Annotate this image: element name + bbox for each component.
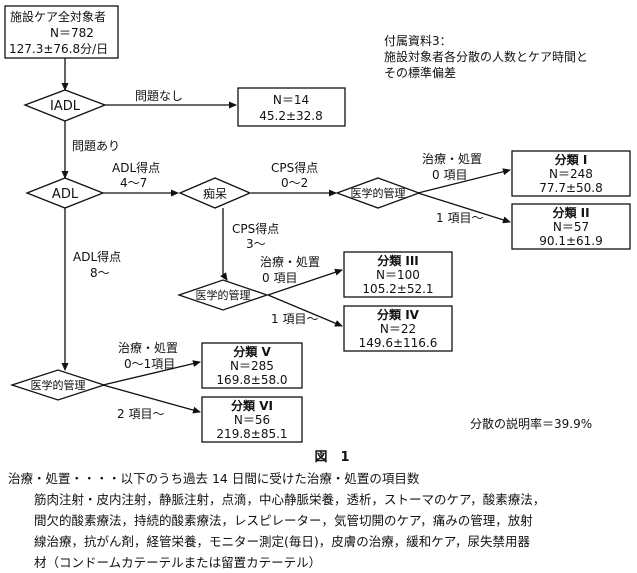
leaf-none-n: N＝14 bbox=[273, 93, 309, 107]
leaf-c2-n: N＝57 bbox=[553, 220, 589, 234]
leaf-c5-title: 分類 V bbox=[233, 344, 271, 359]
leaf-c1-time: 77.7±50.8 bbox=[539, 181, 603, 195]
leaf-c6-time: 219.8±85.1 bbox=[216, 427, 287, 441]
leaf-class-6: 分類 VI N＝56 219.8±85.1 bbox=[201, 396, 303, 443]
edge-chiho-med2 bbox=[220, 208, 228, 281]
leaf-c4-title: 分類 IV bbox=[377, 307, 420, 322]
label-cps-0-2-a: CPS得点 bbox=[271, 160, 318, 175]
leaf-c5-n: N＝285 bbox=[230, 359, 274, 373]
caption-line1: 付属資料3： bbox=[384, 34, 452, 48]
label-cps-3-b: 3～ bbox=[246, 237, 266, 251]
decision-chiho: 痴呆 bbox=[178, 177, 252, 209]
footnote-line-5: 材（コンドームカテーテルまたは留置カテーテル） bbox=[34, 555, 322, 570]
caption-line3: その標準偏差 bbox=[384, 65, 456, 80]
decision-med3: 医学的管理 bbox=[9, 369, 107, 401]
leaf-class-1: 分類 I N＝248 77.7±50.8 bbox=[511, 150, 631, 197]
label-iadl-none: 問題なし bbox=[135, 89, 183, 103]
label-cps-3-a: CPS得点 bbox=[232, 221, 279, 236]
label-iadl-yes: 問題あり bbox=[72, 139, 120, 153]
decision-med1: 医学的管理 bbox=[335, 177, 421, 209]
label-med3-0-b: 0～1項目 bbox=[124, 357, 175, 371]
decision-adl-label: ADL bbox=[52, 187, 79, 202]
leaf-c3-time: 105.2±52.1 bbox=[362, 282, 433, 296]
label-med1-0-b: 0 項目 bbox=[432, 168, 467, 182]
edges bbox=[61, 58, 511, 414]
label-med2-0-b: 0 項目 bbox=[262, 271, 297, 285]
root-line1: 施設ケア全対象者 bbox=[10, 9, 106, 24]
decision-adl: ADL bbox=[25, 177, 105, 209]
label-cps-0-2-b: 0～2 bbox=[281, 176, 308, 190]
label-adl-4-7-b: 4～7 bbox=[120, 176, 147, 190]
leaf-c2-title: 分類 II bbox=[552, 205, 589, 220]
root-line2: N＝782 bbox=[50, 26, 94, 40]
decision-iadl: IADL bbox=[23, 89, 107, 122]
label-med2-1: 1 項目～ bbox=[271, 312, 318, 326]
edge-med1-c1 bbox=[417, 168, 511, 194]
leaf-c1-title: 分類 I bbox=[555, 152, 588, 167]
label-med1-1: 1 項目～ bbox=[436, 211, 483, 225]
footnote-line-1: 治療・処置・・・・以下のうち過去 14 日間に受けた治療・処置の項目数 bbox=[8, 471, 420, 486]
footnote: 治療・処置・・・・以下のうち過去 14 日間に受けた治療・処置の項目数 筋肉注射… bbox=[4, 468, 634, 573]
label-med1-0-a: 治療・処置 bbox=[422, 152, 482, 166]
leaf-c3-title: 分類 III bbox=[377, 253, 419, 268]
leaf-class-4: 分類 IV N＝22 149.6±116.6 bbox=[343, 305, 453, 352]
leaf-class-5: 分類 V N＝285 169.8±58.0 bbox=[201, 342, 303, 389]
leaf-c3-n: N＝100 bbox=[376, 268, 420, 282]
leaf-none-time: 45.2±32.8 bbox=[259, 109, 323, 123]
edge-med3-c5 bbox=[102, 360, 201, 386]
decision-med2: 医学的管理 bbox=[176, 279, 270, 311]
decision-chiho-label: 痴呆 bbox=[203, 186, 227, 201]
root-node: 施設ケア全対象者 N＝782 127.3±76.8分/日 bbox=[4, 5, 119, 59]
leaf-none: N＝14 45.2±32.8 bbox=[237, 87, 346, 127]
edge-med2-c3 bbox=[267, 268, 343, 296]
footnote-line-2: 筋肉注射・皮内注射，静脈注射，点滴，中心静脈栄養，透析，ストーマのケア，酸素療法… bbox=[34, 492, 546, 507]
edge-med2-c4 bbox=[267, 294, 343, 327]
footnote-line-3: 間欠的酸素療法，持続的酸素療法，レスピレーター，気管切開のケア，痛みの管理，放射 bbox=[34, 513, 533, 528]
leaf-c4-time: 149.6±116.6 bbox=[359, 336, 438, 350]
edge-med3-c6 bbox=[102, 384, 201, 414]
leaf-c4-n: N＝22 bbox=[380, 322, 416, 336]
label-med3-0-a: 治療・処置 bbox=[118, 341, 178, 355]
leaf-c6-n: N＝56 bbox=[234, 413, 270, 427]
leaf-class-3: 分類 III N＝100 105.2±52.1 bbox=[343, 251, 453, 298]
leaf-class-2: 分類 II N＝57 90.1±61.9 bbox=[511, 203, 631, 250]
label-med2-0-a: 治療・処置 bbox=[260, 255, 320, 269]
edge-med1-c2 bbox=[417, 192, 511, 224]
figure-caption: 付属資料3： 施設対象者各分散の人数とケア時間と その標準偏差 bbox=[384, 34, 588, 80]
figure-label: 図 1 bbox=[314, 450, 349, 465]
label-adl-4-7-a: ADL得点 bbox=[112, 160, 160, 175]
decision-med2-label: 医学的管理 bbox=[196, 288, 251, 302]
leaf-c2-time: 90.1±61.9 bbox=[539, 234, 603, 248]
edge-labels: 問題なし 問題あり ADL得点 4～7 ADL得点 8～ CPS得点 0～2 C… bbox=[72, 89, 483, 421]
label-adl-8-a: ADL得点 bbox=[73, 249, 121, 264]
leaf-c1-n: N＝248 bbox=[549, 167, 593, 181]
label-med3-2: 2 項目～ bbox=[117, 407, 164, 421]
explained-variance: 分散の説明率＝39.9% bbox=[470, 416, 592, 431]
leaf-c5-time: 169.8±58.0 bbox=[216, 373, 287, 387]
decision-med1-label: 医学的管理 bbox=[351, 186, 406, 200]
footnote-line-4: 線治療，抗がん剤，経管栄養，モニター測定(毎日)，皮膚の治療，緩和ケア，尿失禁用… bbox=[34, 534, 531, 549]
root-line3: 127.3±76.8分/日 bbox=[9, 42, 108, 56]
caption-line2: 施設対象者各分散の人数とケア時間と bbox=[384, 49, 588, 64]
decision-med3-label: 医学的管理 bbox=[31, 378, 86, 392]
decision-iadl-label: IADL bbox=[50, 99, 81, 114]
leaf-c6-title: 分類 VI bbox=[231, 398, 273, 413]
label-adl-8-b: 8～ bbox=[90, 266, 110, 280]
